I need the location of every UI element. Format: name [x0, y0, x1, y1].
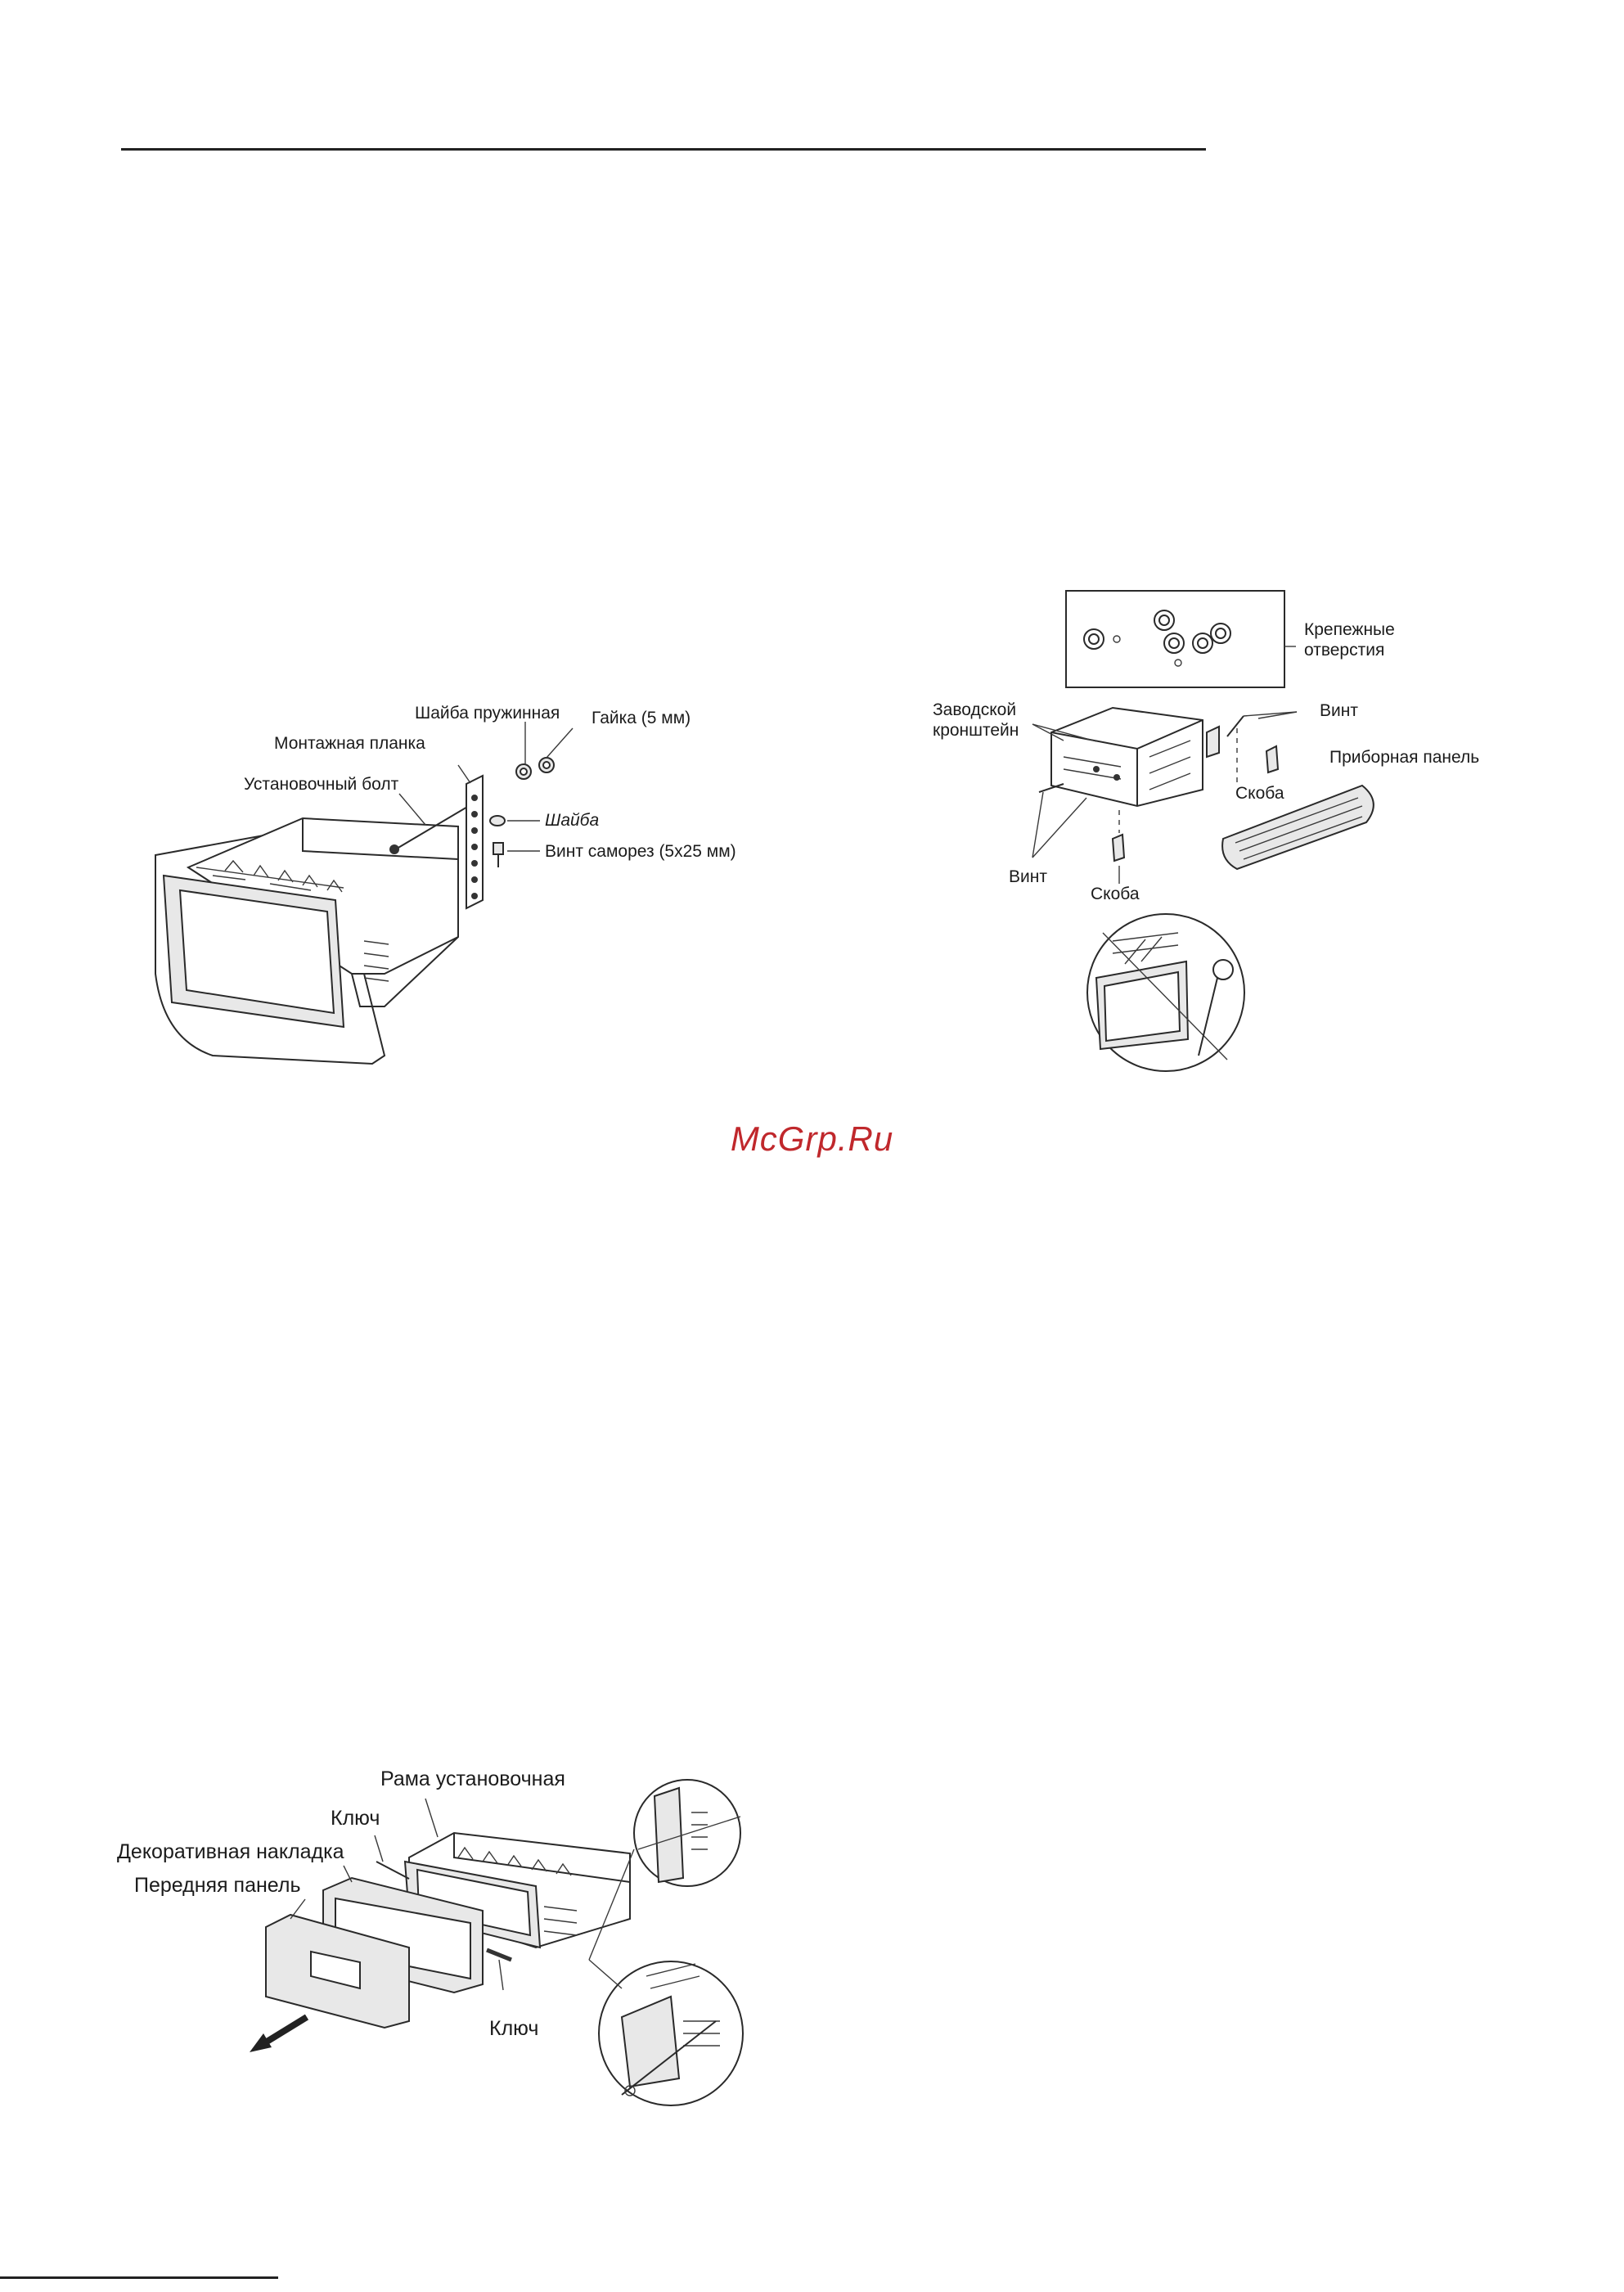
footer-rule [0, 2276, 278, 2279]
trim-label: Декоративная накладка [117, 1840, 344, 1863]
key-top-label: Ключ [331, 1807, 380, 1830]
front-panel-label: Передняя панель [134, 1874, 300, 1897]
key-bottom-label: Ключ [489, 2017, 538, 2040]
frame-label: Рама установочная [380, 1767, 565, 1790]
